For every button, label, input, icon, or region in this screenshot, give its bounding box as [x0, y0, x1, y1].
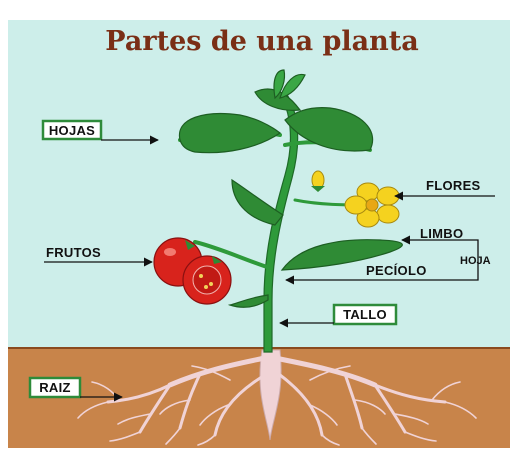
label-tallo: TALLO: [343, 307, 387, 322]
label-peciolo: PECÍOLO: [366, 263, 427, 278]
label-frutos: FRUTOS: [46, 245, 101, 260]
hojas-label-box: [41, 119, 103, 141]
label-limbo: LIMBO: [420, 226, 463, 241]
label-raiz: RAIZ: [39, 380, 71, 395]
diagram-title: Partes de una planta: [105, 26, 418, 57]
leaves: [178, 69, 403, 308]
hoja-bracket: [470, 239, 479, 281]
raiz-label-box: [28, 376, 82, 399]
roots: [77, 349, 477, 446]
sky-background: [8, 20, 510, 348]
soil-background: [8, 348, 510, 448]
label-hoja: HOJA: [460, 255, 491, 267]
label-hojas: HOJAS: [49, 123, 95, 138]
leader-lines: [44, 135, 495, 402]
flower-bud: [311, 170, 325, 192]
tallo-label-box: [332, 303, 398, 326]
label-flores: FLORES: [426, 178, 481, 193]
tomatoes: [153, 237, 232, 305]
fruit-branch: [193, 240, 272, 270]
